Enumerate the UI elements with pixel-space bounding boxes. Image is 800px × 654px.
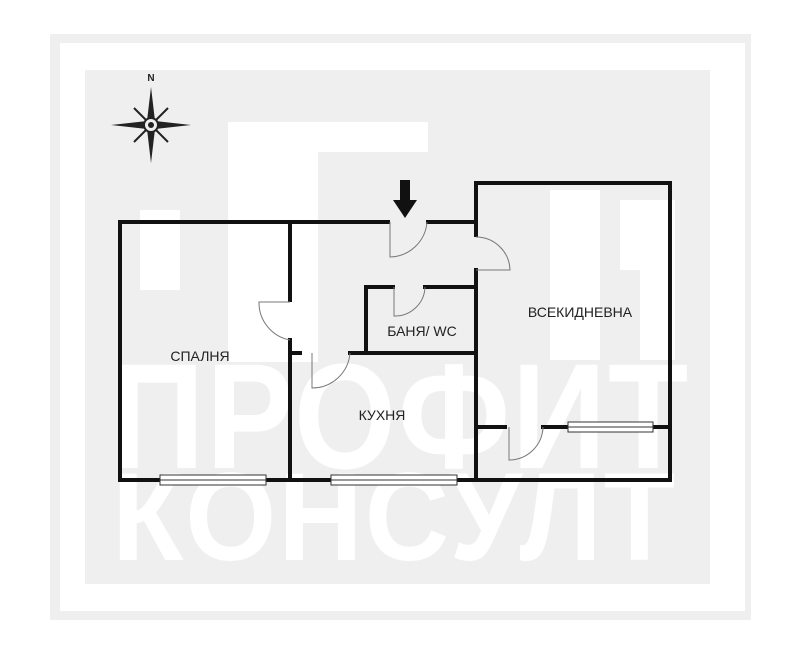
compass-icon [111,87,191,163]
room-label-kitchen: КУХНЯ [359,407,406,423]
room-label-bathroom: БАНЯ/ WC [387,323,457,339]
room-label-living-room: ВСЕКИДНЕВНА [528,304,633,320]
watermark-text-line1: ПРОФИТ [110,332,690,500]
windows [159,421,654,486]
compass-north-label: N [147,73,154,84]
room-label-bedroom: СПАЛНЯ [170,348,229,364]
watermark-background [85,70,710,584]
entrance-arrow-icon [393,180,417,218]
walls [118,181,672,482]
watermark-logo [140,122,675,362]
doors [258,221,544,461]
watermark-text-line2: КОНСУЛТ [112,448,677,587]
